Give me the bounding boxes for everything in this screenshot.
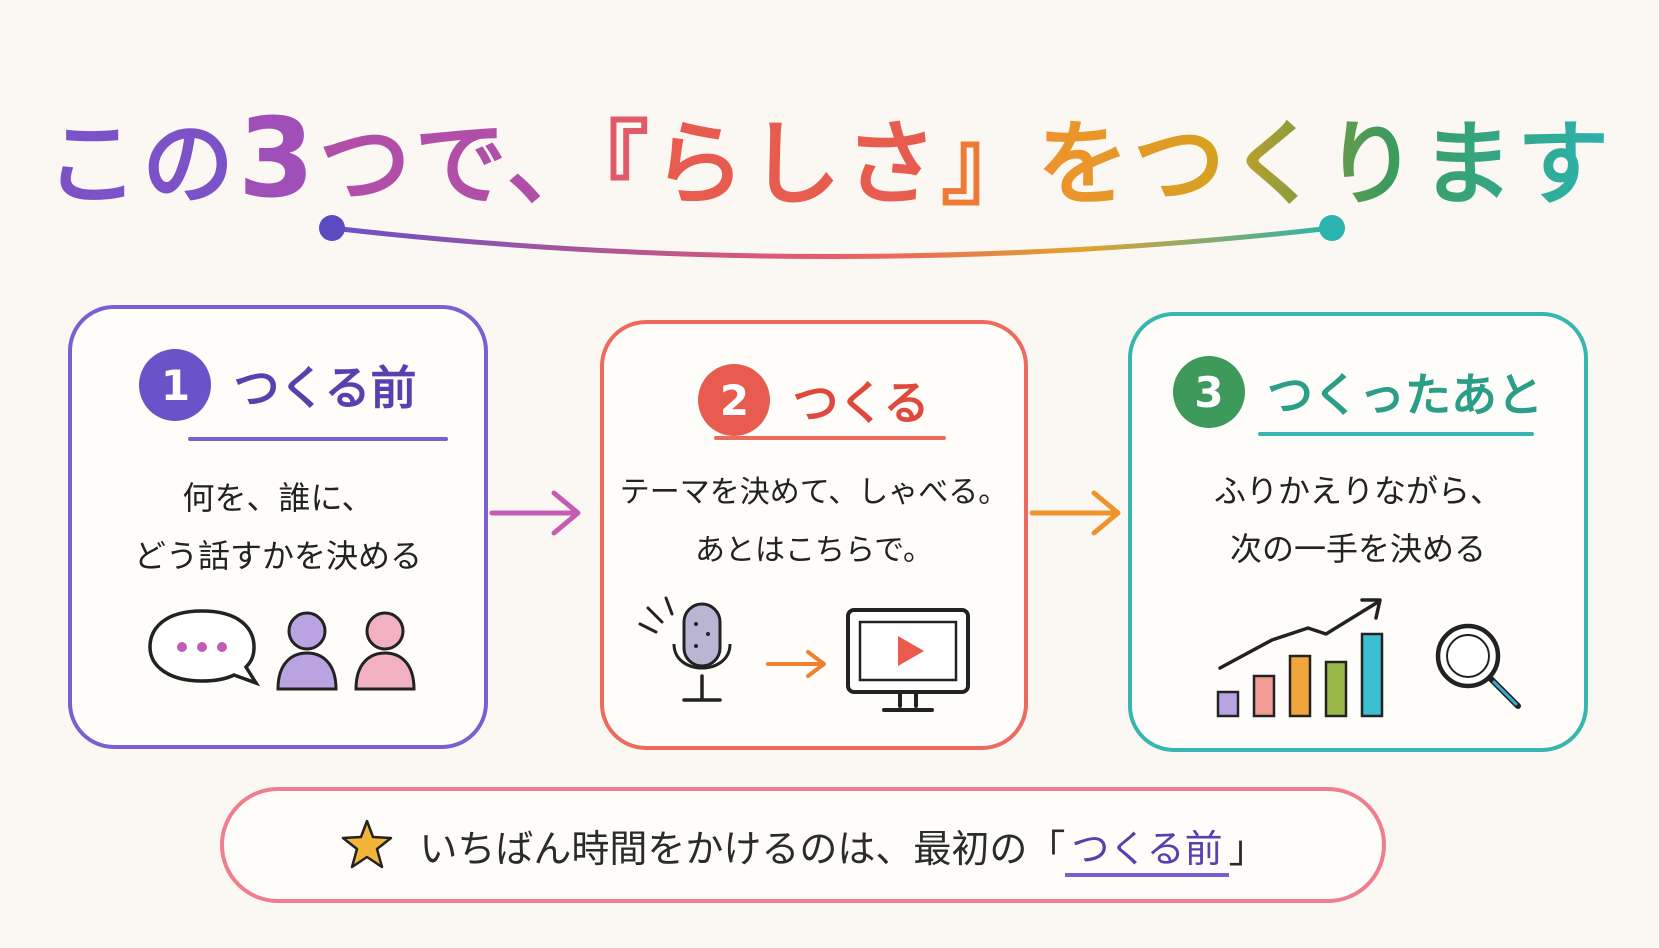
step-card-2-body: テーマを決めて、しゃべる。 あとはこちらで。 <box>614 464 1014 580</box>
footer-text: いちばん時間をかけるのは、最初の <box>419 826 1028 871</box>
title-part3: をつくります <box>1036 111 1613 218</box>
step-card-2: 2 つくる テーマを決めて、しゃべる。 あとはこちらで。 <box>600 320 1028 750</box>
monitor-play-icon <box>846 608 970 712</box>
step-card-1: 1 つくる前 何を、誰に、 どう話すかを決める <box>68 305 488 749</box>
footer-highlight: つくる前 <box>1065 826 1229 877</box>
step-number-1: 1 <box>139 349 212 421</box>
step-card-2-line2: あとはこちらで。 <box>695 533 933 568</box>
page-title: この3つで、『らしさ』をつくります <box>0 90 1659 223</box>
footer-quote-close: 」 <box>1228 826 1267 871</box>
step-card-1-title: つくる前 <box>233 361 417 415</box>
step-card-3-header: 3 つくったあと <box>1132 356 1584 428</box>
title-number: 3 <box>238 94 319 222</box>
title-part1: この <box>46 111 239 218</box>
step-card-2-title: つくる <box>792 376 930 430</box>
step-card-3-line2: 次の一手を決める <box>1229 530 1486 568</box>
person-icon <box>354 611 416 691</box>
footer-message: いちばん時間をかけるのは、最初の「つくる前」 <box>419 818 1267 877</box>
step-card-3-underline <box>1258 432 1534 436</box>
title-part2: つで、 <box>318 111 603 218</box>
microphone-icon <box>638 596 732 702</box>
arrow-right-icon <box>766 650 826 678</box>
magnifier-icon <box>1435 623 1521 709</box>
title-connector-line <box>319 215 1345 259</box>
speech-bubble-icon <box>148 609 261 687</box>
step-number-3: 3 <box>1173 356 1245 428</box>
footer-quote-open: 「 <box>1027 826 1066 871</box>
step-number-2: 2 <box>698 364 771 436</box>
step-card-1-header: 1 つくる前 <box>72 349 484 421</box>
star-icon <box>342 819 393 869</box>
step-card-2-header: 2 つくる <box>604 364 1024 436</box>
arrow-right-icon <box>1029 490 1121 536</box>
step-card-3: 3 つくったあと ふりかえりながら、 次の一手を決める <box>1128 312 1588 752</box>
title-open-quote: 『 <box>602 111 653 218</box>
arrow-right-icon <box>489 490 581 536</box>
step-card-1-line1: 何を、誰に、 <box>182 479 374 517</box>
step-card-1-underline <box>188 437 448 441</box>
step-card-2-line1: テーマを決めて、しゃべる。 <box>619 475 1009 510</box>
step-card-1-body: 何を、誰に、 どう話すかを決める <box>82 469 474 585</box>
title-highlight: らしさ <box>652 111 941 218</box>
step-card-2-underline <box>714 436 946 440</box>
bar-chart-icon <box>1216 598 1384 718</box>
title-close-quote: 』 <box>940 111 1037 218</box>
person-icon <box>276 611 338 691</box>
footer-banner: いちばん時間をかけるのは、最初の「つくる前」 <box>220 787 1386 903</box>
step-card-3-title: つくったあと <box>1267 368 1543 422</box>
step-card-3-line1: ふりかえりながら、 <box>1213 472 1502 510</box>
step-card-3-body: ふりかえりながら、 次の一手を決める <box>1142 462 1574 578</box>
step-card-1-line2: どう話すかを決める <box>133 537 422 575</box>
